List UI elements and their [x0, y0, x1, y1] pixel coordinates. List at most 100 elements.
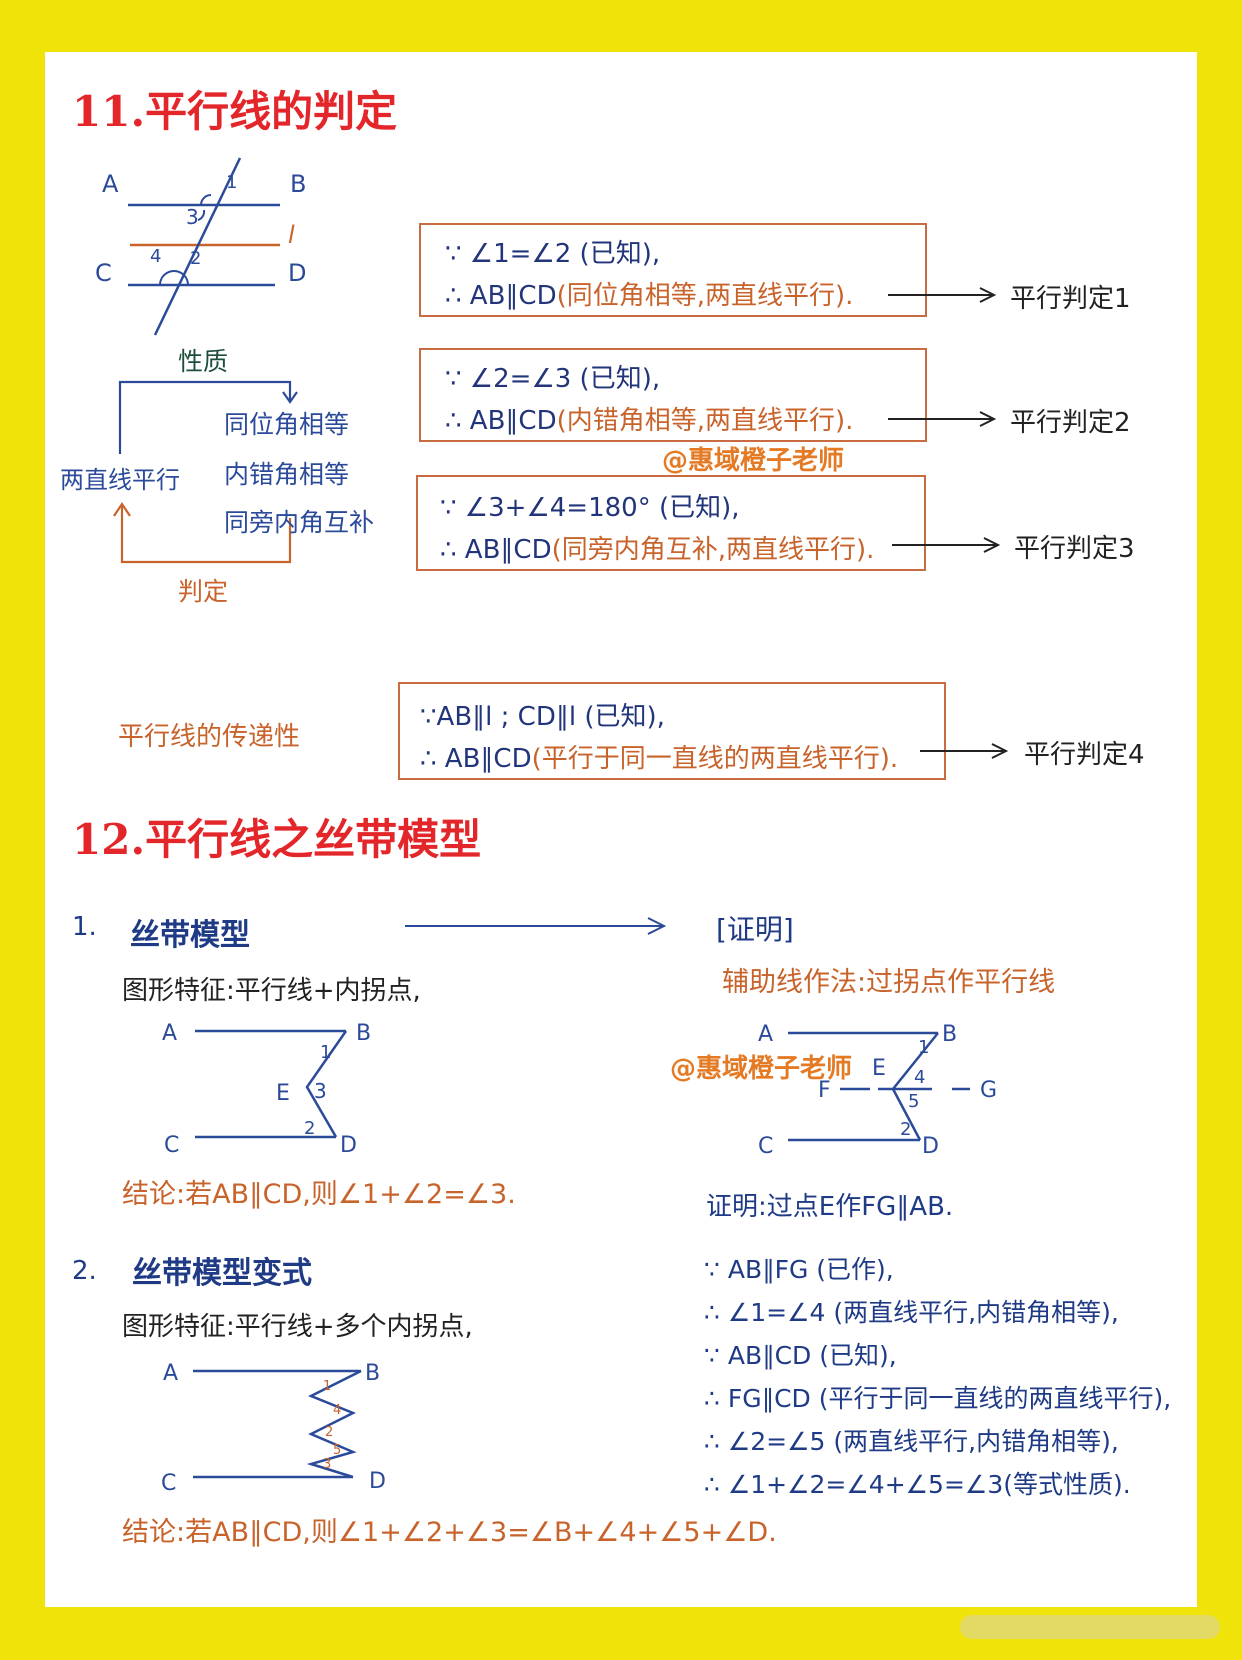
svg-text:C: C [161, 1471, 176, 1496]
svg-text:E: E [276, 1081, 290, 1106]
svg-text:B: B [942, 1022, 957, 1047]
item2-title: 丝带模型变式 [132, 1256, 312, 1291]
svg-text:1: 1 [320, 1042, 331, 1063]
proof-line-2: ∴ ∠1=∠4 (两直线平行,内错角相等), [704, 1298, 1119, 1327]
box4-given: ∵AB∥l ; CD∥l (已知), [420, 702, 665, 732]
label-B: B [290, 170, 306, 198]
prop-corresponding: 同位角相等 [224, 410, 350, 439]
ribbon-figure-2: A B C D 1 4 2 5 3 [161, 1361, 386, 1496]
svg-text:D: D [369, 1469, 386, 1494]
watermark-1: @惠域橙子老师 [662, 446, 845, 476]
proof-line-1: ∵ AB∥FG (已作), [704, 1255, 894, 1284]
result-1: 平行判定1 [1010, 284, 1131, 314]
section-12-title: 12.平行线之丝带模型 [72, 815, 482, 864]
proof-line-4: ∴ FG∥CD (平行于同一直线的两直线平行), [704, 1384, 1172, 1413]
box2-given: ∵ ∠2=∠3 (已知), [445, 364, 661, 394]
item1-title: 丝带模型 [130, 918, 250, 953]
transitivity-label: 平行线的传递性 [118, 722, 301, 752]
box2-conclusion: ∴ AB∥CD [445, 406, 557, 436]
criterion-box-3: ∵ ∠3+∠4=180° (已知), ∴ AB∥CD(同旁内角互补,两直线平行)… [416, 475, 926, 571]
proof-figure: A B C D E F G 1 4 5 2 [758, 1022, 997, 1159]
angle-2-label: 2 [190, 248, 201, 269]
prop-cointerior: 同旁内角互补 [224, 508, 375, 537]
box4-conclusion: ∴ AB∥CD [420, 744, 532, 774]
section-11-title: 11.平行线的判定 [72, 87, 398, 136]
label-D: D [288, 259, 306, 287]
svg-text:F: F [818, 1078, 831, 1103]
angle-4-label: 4 [150, 246, 161, 267]
result-2: 平行判定2 [1010, 408, 1131, 438]
box4-reason: (平行于同一直线的两直线平行). [531, 744, 899, 774]
box3-conclusion: ∴ AB∥CD [440, 535, 552, 565]
transversal-diagram: A B C D l 1 3 4 2 [95, 157, 306, 336]
item2-number: 2. [72, 1256, 97, 1286]
proof-intro: 证明:过点E作FG∥AB. [706, 1192, 954, 1222]
label-panding: 判定 [178, 577, 229, 606]
svg-text:3: 3 [314, 1079, 327, 1103]
criterion-box-1: ∵ ∠1=∠2 (已知), ∴ AB∥CD(同位角相等,两直线平行). [419, 223, 927, 317]
svg-text:4: 4 [914, 1067, 925, 1088]
label-l: l [288, 221, 295, 249]
svg-text:D: D [340, 1133, 357, 1158]
svg-text:E: E [872, 1056, 886, 1081]
svg-text:C: C [758, 1134, 773, 1159]
svg-text:C: C [164, 1133, 179, 1158]
criterion-box-2: ∵ ∠2=∠3 (已知), ∴ AB∥CD(内错角相等,两直线平行). [419, 348, 927, 442]
determination-arrow [120, 506, 292, 564]
svg-text:2: 2 [900, 1119, 911, 1140]
svg-text:1: 1 [323, 1379, 331, 1394]
label-xingzhi: 性质 [178, 347, 229, 376]
svg-text:A: A [758, 1022, 773, 1047]
svg-text:2: 2 [304, 1118, 315, 1139]
svg-text:B: B [365, 1361, 380, 1386]
proof-header: [证明] [716, 913, 794, 946]
proof-line-3: ∵ AB∥CD (已知), [704, 1341, 897, 1370]
transversal-line [153, 157, 242, 336]
aux-line-method: 辅助线作法:过拐点作平行线 [722, 967, 1056, 998]
angle-3-label: 3 [186, 205, 199, 229]
svg-text:3: 3 [323, 1457, 331, 1472]
item1-conclusion: 结论:若AB∥CD,则∠1+∠2=∠3. [122, 1179, 516, 1210]
label-A: A [102, 170, 119, 198]
svg-text:G: G [980, 1078, 997, 1103]
item2-conclusion: 结论:若AB∥CD,则∠1+∠2+∠3=∠B+∠4+∠5+∠D. [122, 1517, 777, 1548]
proof-line-6: ∴ ∠1+∠2=∠4+∠5=∠3(等式性质). [704, 1470, 1131, 1499]
svg-text:5: 5 [908, 1091, 919, 1112]
angle-3-arc [197, 209, 206, 221]
angle-4-arc [159, 270, 189, 286]
box1-given: ∵ ∠1=∠2 (已知), [445, 239, 661, 269]
svg-text:A: A [163, 1361, 178, 1386]
property-arrow [118, 380, 292, 454]
svg-text:B: B [356, 1021, 371, 1046]
item1-number: 1. [72, 912, 97, 942]
svg-text:4: 4 [333, 1403, 341, 1418]
svg-text:1: 1 [918, 1037, 929, 1058]
box3-given: ∵ ∠3+∠4=180° (已知), [440, 493, 740, 523]
ribbon-figure-1: A B C D E 1 3 2 [162, 1021, 371, 1158]
box1-conclusion: ∴ AB∥CD [445, 281, 557, 311]
svg-text:D: D [922, 1134, 939, 1159]
angle-1-arc [200, 194, 212, 206]
result-arrows [888, 287, 1009, 759]
watermark-2: @惠域橙子老师 [670, 1054, 853, 1084]
label-two-lines-parallel: 两直线平行 [60, 466, 180, 494]
criterion-box-4: ∵AB∥l ; CD∥l (已知), ∴ AB∥CD(平行于同一直线的两直线平行… [398, 682, 946, 780]
scroll-indicator[interactable] [960, 1615, 1220, 1639]
box2-reason: (内错角相等,两直线平行). [556, 406, 854, 436]
svg-text:2: 2 [325, 1425, 333, 1440]
svg-text:A: A [162, 1021, 177, 1046]
loop-arrows [113, 380, 298, 564]
result-4: 平行判定4 [1024, 740, 1145, 770]
angle-1-label: 1 [226, 172, 237, 193]
item1-feature: 图形特征:平行线+内拐点, [122, 976, 421, 1006]
svg-text:5: 5 [333, 1443, 341, 1458]
prop-alternate: 内错角相等 [224, 460, 350, 489]
proof-arrow [405, 917, 667, 935]
box1-reason: (同位角相等,两直线平行). [556, 281, 854, 311]
result-3: 平行判定3 [1014, 534, 1135, 564]
box3-reason: (同旁内角互补,两直线平行). [551, 535, 875, 565]
proof-line-5: ∴ ∠2=∠5 (两直线平行,内错角相等), [704, 1427, 1119, 1456]
label-C: C [95, 259, 112, 287]
paper-sheet [45, 52, 1197, 1607]
item2-feature: 图形特征:平行线+多个内拐点, [122, 1312, 473, 1342]
